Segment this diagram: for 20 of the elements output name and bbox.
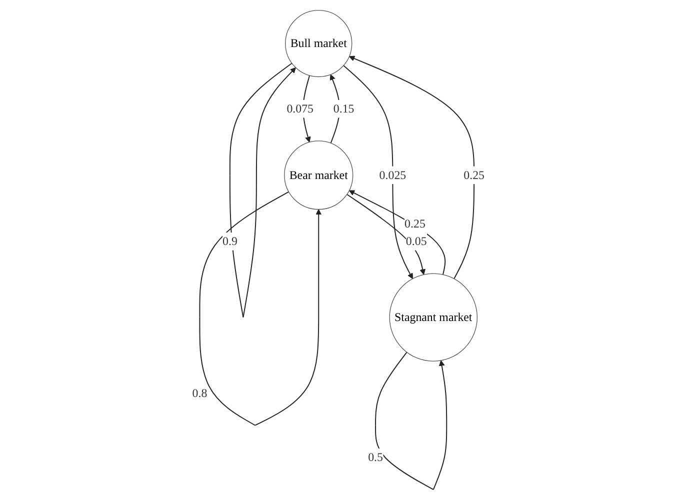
arrow — [348, 56, 474, 280]
edge-label: 0.025 — [378, 168, 406, 182]
arrow — [229, 62, 296, 318]
edge-label: 0.9 — [222, 234, 238, 248]
edge-label: 0.15 — [333, 102, 354, 116]
arrow — [346, 194, 426, 275]
edge-label: 0.5 — [368, 450, 383, 464]
arrow — [374, 352, 447, 490]
arrow — [329, 74, 340, 144]
node-circle: Bull market — [284, 10, 352, 78]
edge-label: 0.25 — [404, 216, 426, 230]
node-circle: Stagnant market — [388, 273, 478, 362]
node-circle: Bear market — [284, 140, 353, 210]
edge-label: 0.075 — [286, 102, 314, 116]
edge-label: 0.25 — [463, 168, 484, 182]
edge-label: 0.8 — [192, 386, 207, 400]
arrow — [348, 190, 446, 276]
arrow — [342, 65, 413, 280]
arrow — [198, 191, 322, 426]
edge-label: 0.05 — [406, 234, 426, 248]
